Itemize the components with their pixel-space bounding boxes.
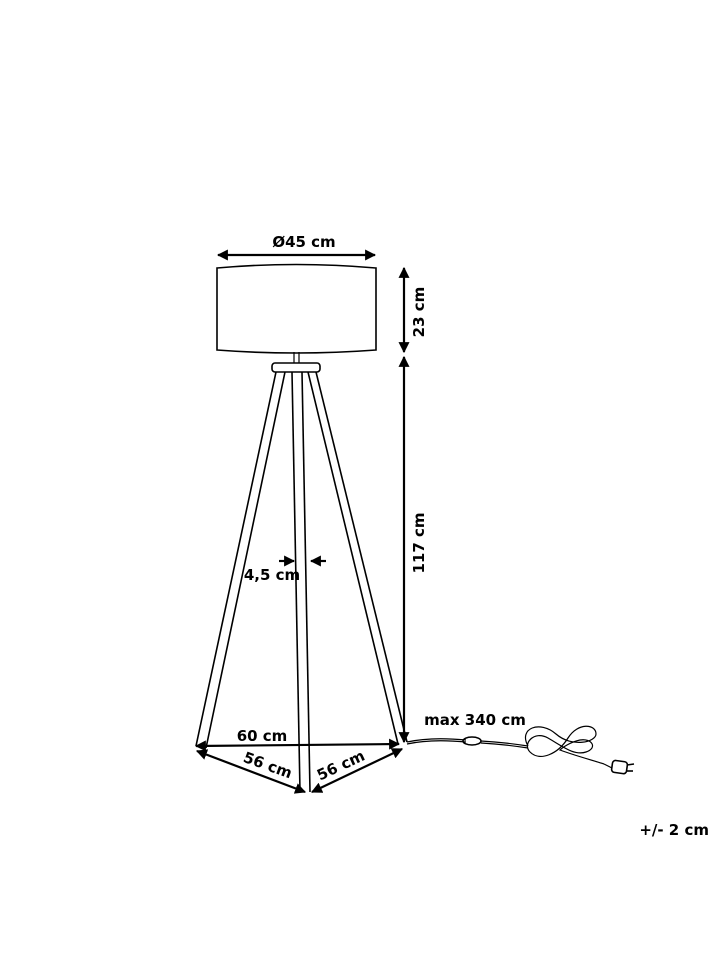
shade-diameter-label: Ø45 cm: [272, 233, 335, 251]
leg-width-label: 4,5 cm: [244, 566, 300, 584]
base-front-label: 60 cm: [237, 727, 288, 745]
stand-height-label: 117 cm: [410, 512, 428, 573]
tripod-leg-center: [291, 371, 311, 793]
tripod-leg-left: [195, 371, 286, 749]
tolerance-note: +/- 2 cm: [639, 821, 709, 839]
cable-length-label: max 340 cm: [424, 711, 526, 729]
tripod-head: [271, 352, 321, 373]
base-left-arrow: [195, 749, 307, 794]
base-front-arrow: [194, 738, 401, 752]
cable-coil: [525, 725, 605, 765]
power-plug: [610, 759, 635, 775]
inline-switch: [462, 736, 482, 746]
shade-height-label: 23 cm: [410, 287, 428, 338]
power-cable: [406, 725, 635, 775]
base-right-arrow: [311, 748, 403, 793]
tripod-leg-right: [307, 371, 408, 745]
lamp-shade: [216, 263, 377, 354]
